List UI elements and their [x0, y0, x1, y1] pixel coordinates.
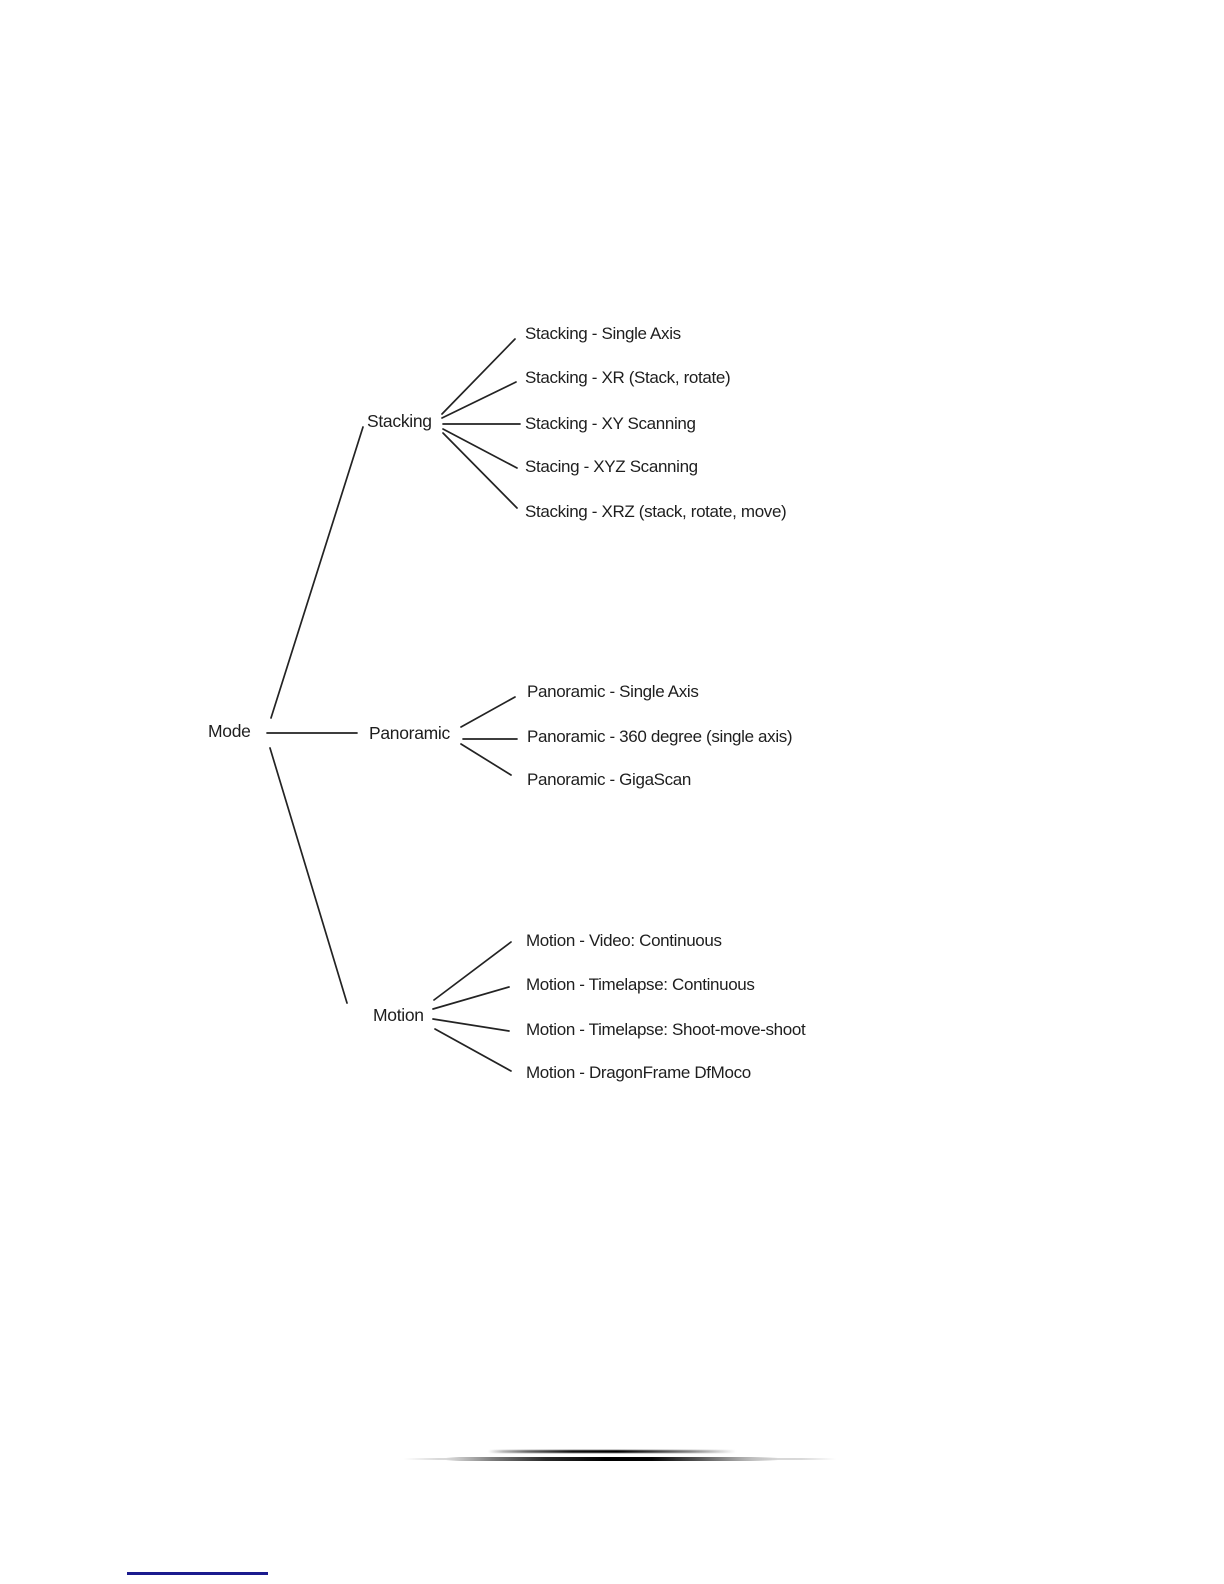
- branch-node-motion: Motion: [373, 1005, 424, 1025]
- leaf-motion-timelapse-continuous: Motion - Timelapse: Continuous: [526, 975, 755, 994]
- connector-stacking-leaf-4: [442, 428, 518, 469]
- connector-panoramic-leaf-3: [460, 743, 512, 776]
- connector-stacking-leaf-5: [442, 432, 518, 509]
- root-node-mode: Mode: [208, 721, 251, 741]
- connector-motion-leaf-3: [432, 1018, 510, 1032]
- connector-stacking-leaf-2: [441, 381, 517, 419]
- leaf-motion-video-continuous: Motion - Video: Continuous: [526, 931, 722, 950]
- connector-mode-motion: [269, 747, 348, 1004]
- leaf-motion-timelapse-shoot-move-shoot: Motion - Timelapse: Shoot-move-shoot: [526, 1020, 806, 1039]
- leaf-stacking-xr: Stacking - XR (Stack, rotate): [525, 368, 731, 387]
- connector-mode-stacking: [270, 426, 364, 719]
- connector-stacking-leaf-1: [441, 338, 516, 415]
- leaf-panoramic-gigascan: Panoramic - GigaScan: [527, 770, 692, 789]
- leaf-stacking-xyz-scanning: Stacing - XYZ Scanning: [525, 457, 698, 476]
- branch-node-stacking: Stacking: [367, 411, 432, 431]
- leaf-stacking-xrz: Stacking - XRZ (stack, rotate, move): [525, 502, 787, 521]
- connector-motion-leaf-2: [432, 986, 510, 1010]
- branch-node-panoramic: Panoramic: [369, 723, 450, 743]
- leaf-panoramic-360-degree: Panoramic - 360 degree (single axis): [527, 727, 793, 746]
- leaf-stacking-xy-scanning: Stacking - XY Scanning: [525, 414, 696, 433]
- leaf-motion-dragonframe-dfmoco: Motion - DragonFrame DfMoco: [526, 1063, 751, 1082]
- leaf-panoramic-single-axis: Panoramic - Single Axis: [527, 682, 699, 701]
- connector-panoramic-leaf-1: [460, 696, 516, 728]
- connector-motion-leaf-1: [433, 941, 512, 1001]
- connector-motion-leaf-4: [434, 1028, 512, 1072]
- leaf-stacking-single-axis: Stacking - Single Axis: [525, 324, 681, 343]
